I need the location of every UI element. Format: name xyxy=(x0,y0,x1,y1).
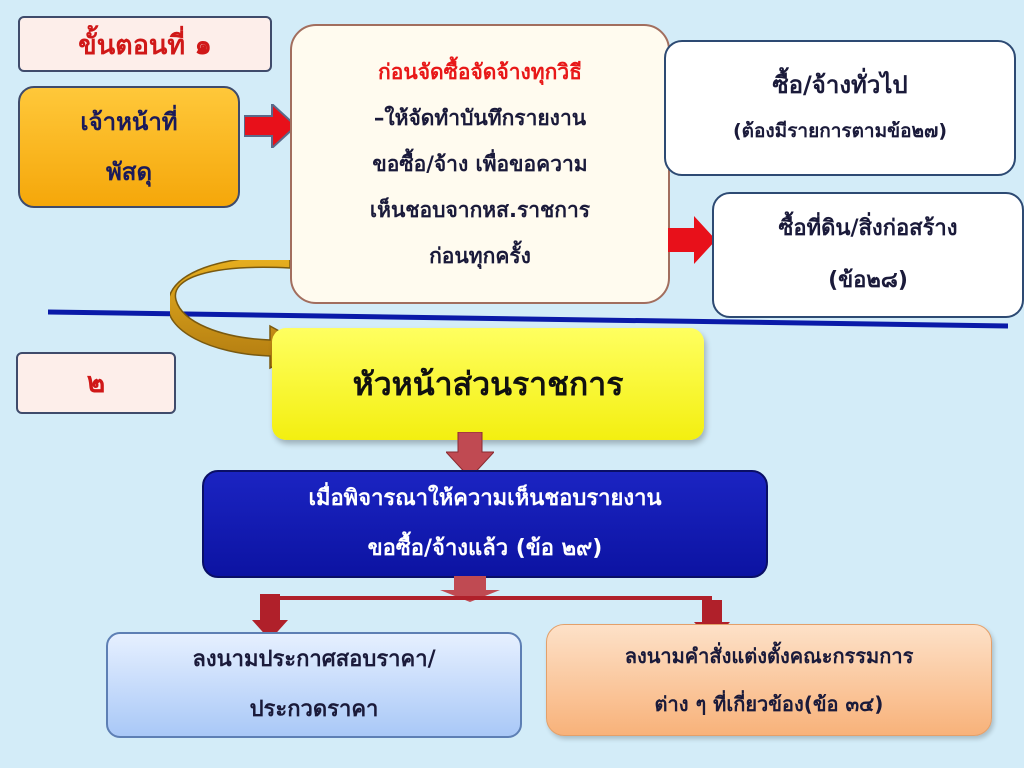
right-arrow-icon xyxy=(668,216,716,264)
committee-line-1: ลงนามคำสั่งแต่งตั้งคณะกรรมการ xyxy=(624,644,914,668)
step-2-text: ๒ xyxy=(86,366,106,399)
land-line-1: ซื้อที่ดิน/สิ่งก่อสร้าง xyxy=(778,216,958,241)
step-2-label: ๒ xyxy=(16,352,176,414)
land-line-2: (ข้อ๒๘) xyxy=(828,268,908,293)
center-line-4: เห็นชอบจากหส.ราชการ xyxy=(369,198,591,222)
general-line-1: ซื้อ/จ้างทั่วไป xyxy=(772,71,908,99)
approval-line-1: เมื่อพิจารณาให้ความเห็นชอบรายงาน xyxy=(308,486,662,511)
approval-box: เมื่อพิจารณาให้ความเห็นชอบรายงาน ขอซื้อ/… xyxy=(202,470,768,578)
committee-appointment-box: ลงนามคำสั่งแต่งตั้งคณะกรรมการ ต่าง ๆ ที่… xyxy=(546,624,992,736)
center-line-5: ก่อนทุกครั้ง xyxy=(429,244,531,268)
officer-line-1: เจ้าหน้าที่ xyxy=(80,108,178,136)
center-line-2: –ให้จัดทำบันทึกรายงาน xyxy=(373,106,587,130)
center-line-1: ก่อนจัดซื้อจัดจ้างทุกวิธี xyxy=(378,60,582,84)
announcement-box: ลงนามประกาศสอบราคา/ ประกวดราคา xyxy=(106,632,522,738)
general-purchase-box: ซื้อ/จ้างทั่วไป (ต้องมีรายการตามข้อ๒๗) xyxy=(664,40,1016,176)
step-1-label: ขั้นตอนที่ ๑ xyxy=(18,16,272,72)
approval-line-2: ขอซื้อ/จ้างแล้ว (ข้อ ๒๙) xyxy=(367,536,603,561)
announce-line-2: ประกวดราคา xyxy=(249,697,379,722)
committee-line-2: ต่าง ๆ ที่เกี่ยวข้อง(ข้อ ๓๔) xyxy=(654,692,884,716)
section-divider xyxy=(48,309,1008,329)
officer-line-2: พัสดุ xyxy=(105,158,153,186)
right-arrow-icon xyxy=(244,104,296,148)
announce-line-1: ลงนามประกาศสอบราคา/ xyxy=(192,647,436,672)
head-of-office-box: หัวหน้าส่วนราชการ xyxy=(272,328,704,440)
land-construction-purchase-box: ซื้อที่ดิน/สิ่งก่อสร้าง (ข้อ๒๘) xyxy=(712,192,1024,318)
general-line-2: (ต้องมีรายการตามข้อ๒๗) xyxy=(732,120,948,142)
down-arrow-icon xyxy=(446,432,494,478)
head-office-text: หัวหน้าส่วนราชการ xyxy=(352,364,624,403)
center-line-3: ขอซื้อ/จ้าง เพื่อขอความ xyxy=(372,152,588,176)
procurement-officer-box: เจ้าหน้าที่ พัสดุ xyxy=(18,86,240,208)
pre-procurement-report-box: ก่อนจัดซื้อจัดจ้างทุกวิธี –ให้จัดทำบันทึ… xyxy=(290,24,670,304)
step-1-text: ขั้นตอนที่ ๑ xyxy=(78,29,212,61)
